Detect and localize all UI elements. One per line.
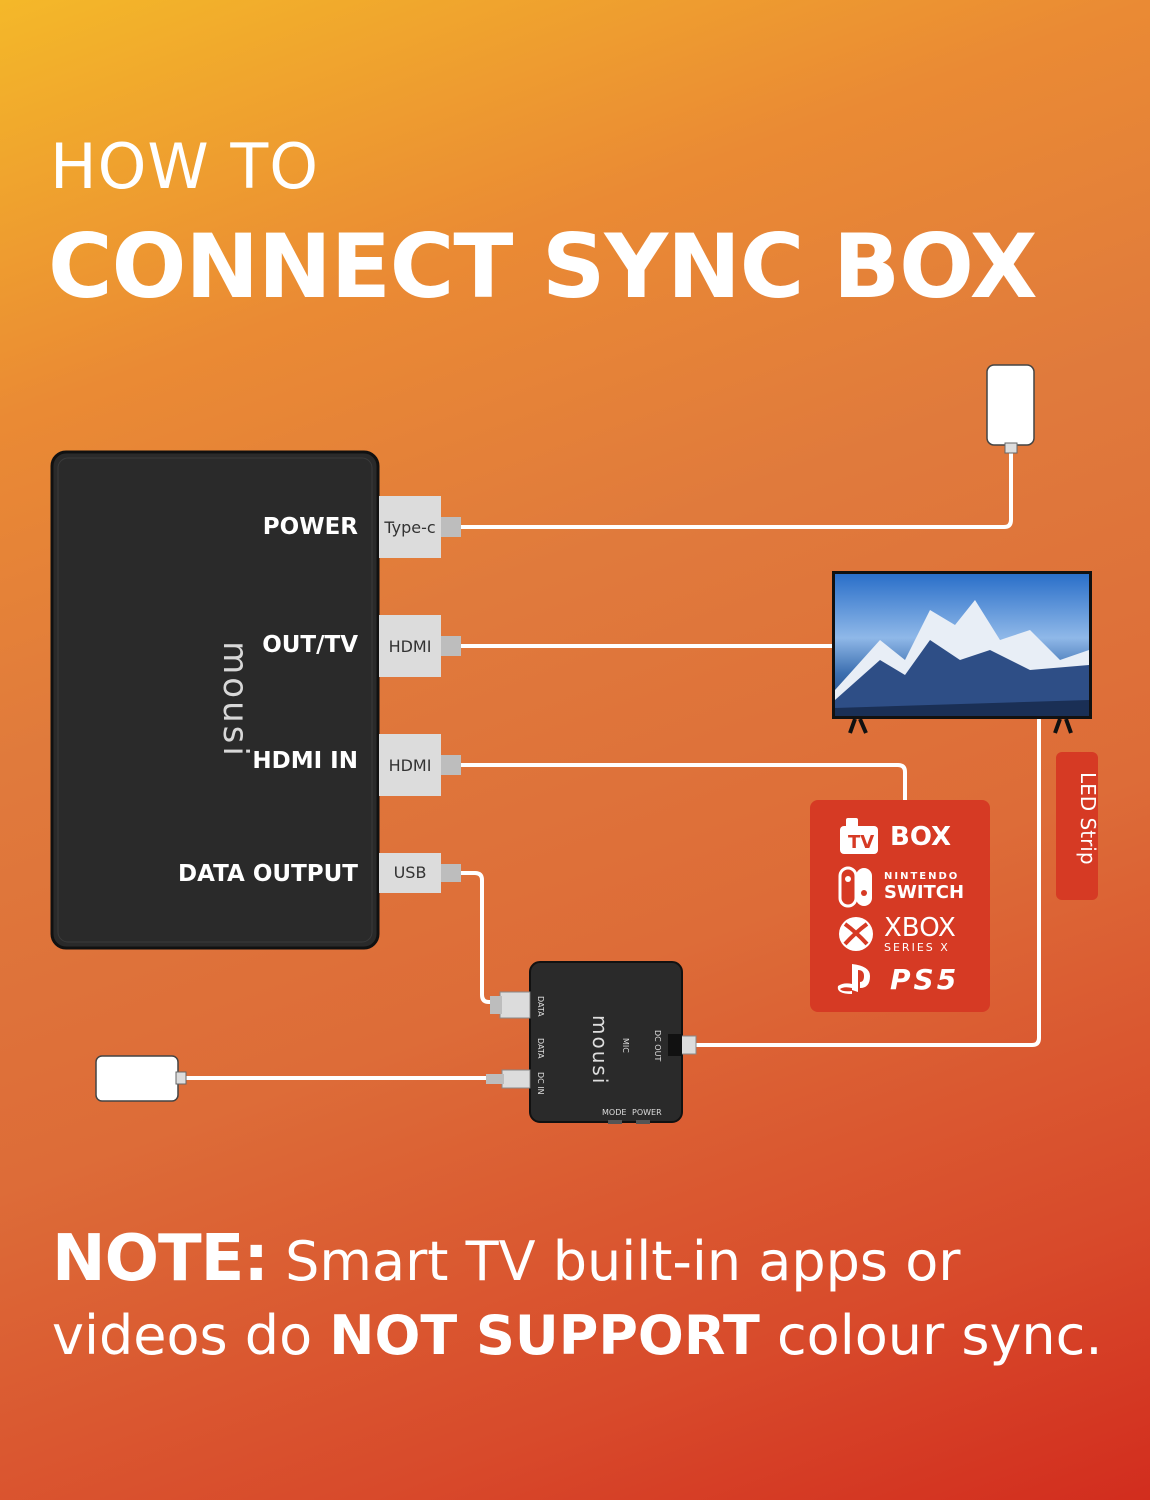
- port-label-out-tv: OUT/TV: [262, 632, 358, 658]
- sync-box-logo: mousi: [214, 641, 255, 759]
- playstation-icon: [837, 964, 870, 994]
- plug-label-type-c: Type-c: [384, 518, 436, 537]
- note-text: NOTE: Smart TV built-in apps or videos d…: [52, 1222, 1132, 1373]
- source-xbox-label-bottom: SERIES X: [884, 940, 950, 954]
- controller-label-dc-out: DC OUT: [653, 1030, 662, 1062]
- note-emphasis: NOT SUPPORT: [329, 1304, 760, 1367]
- led-strip-tag: LED Strip: [1056, 752, 1100, 900]
- led-controller: [486, 961, 697, 1124]
- plug-label-hdmi-in: HDMI: [388, 756, 432, 775]
- compatible-sources-panel: TV BOX NINTENDO SWITCH XBOX SERIES X PS: [810, 800, 990, 1012]
- sync-box: [50, 450, 380, 950]
- port-label-hdmi-in: HDMI IN: [252, 748, 358, 774]
- plug-label-usb: USB: [393, 863, 427, 882]
- power-cable: [458, 448, 1013, 529]
- source-xbox-label-top: XBOX: [884, 912, 956, 943]
- nintendo-switch-icon: [838, 866, 872, 908]
- controller-label-data-bottom: DATA: [536, 1038, 545, 1059]
- tv-box-icon: TV: [840, 818, 878, 854]
- port-label-power: POWER: [262, 514, 358, 540]
- port-label-data-output: DATA OUTPUT: [178, 861, 358, 887]
- tv: [832, 571, 1092, 734]
- heading-title: CONNECT SYNC BOX: [48, 215, 1038, 318]
- hdmi-in-cable: [458, 763, 907, 804]
- note-head: NOTE:: [52, 1222, 269, 1296]
- plugs: [379, 496, 461, 893]
- power-adapter: [986, 364, 1035, 446]
- source-xbox: XBOX SERIES X: [836, 914, 956, 954]
- source-ps5-label: PS5: [890, 962, 960, 996]
- plug-label-hdmi-out: HDMI: [388, 637, 432, 656]
- source-tv-box-label: BOX: [890, 822, 952, 852]
- controller-label-dc-in: DC IN: [536, 1072, 545, 1095]
- led-strip-label: LED Strip: [1076, 772, 1100, 865]
- source-nintendo-switch: NINTENDO SWITCH: [836, 866, 964, 908]
- heading-how-to: HOW TO: [50, 130, 320, 203]
- source-ps5: PS5: [836, 962, 959, 996]
- svg-text:TV: TV: [848, 832, 874, 853]
- controller-label-power: POWER: [632, 1108, 662, 1117]
- usb-data-cable: [458, 871, 502, 1004]
- led-strip-cable: [693, 718, 1041, 1047]
- xbox-icon: [839, 917, 873, 951]
- note-part1: Smart TV built-in apps or videos do: [52, 1230, 961, 1367]
- controller-logo: mousi: [588, 1015, 612, 1086]
- source-nintendo-label-top: NINTENDO: [884, 871, 960, 882]
- controller-label-mode: MODE: [602, 1108, 627, 1117]
- source-tv-box: TV BOX: [836, 814, 951, 860]
- usb-power-adapter: [95, 1055, 179, 1102]
- cables: [178, 448, 1041, 1080]
- controller-label-data-top: DATA: [536, 996, 545, 1017]
- source-nintendo-label-bottom: SWITCH: [884, 882, 965, 903]
- controller-label-mic: MIC: [621, 1038, 630, 1053]
- note-part2: colour sync.: [759, 1304, 1103, 1367]
